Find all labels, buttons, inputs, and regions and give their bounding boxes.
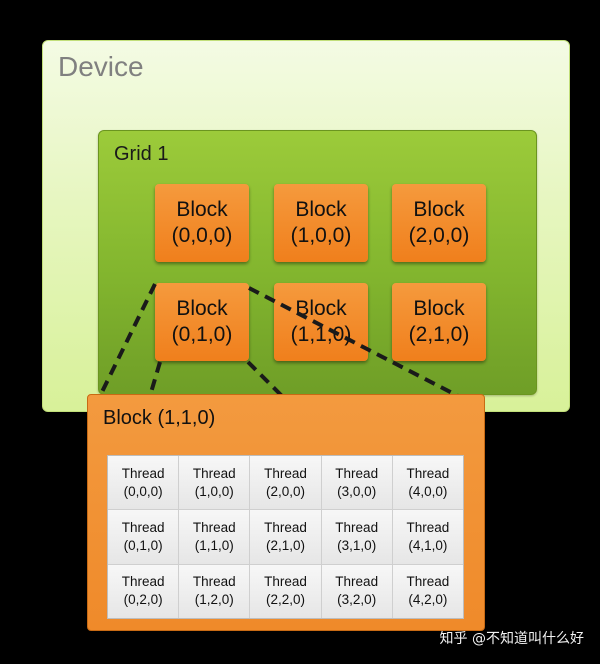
block-index: (1,1,0) bbox=[290, 323, 352, 346]
block-0-0-0: Block (0,0,0) bbox=[155, 184, 249, 262]
thread-title: Thread bbox=[264, 519, 307, 535]
thread-index: (0,2,0) bbox=[123, 592, 163, 608]
thread-index: (2,1,0) bbox=[265, 537, 305, 553]
block-index: (0,1,0) bbox=[171, 323, 233, 346]
grid-label: Grid 1 bbox=[114, 143, 169, 165]
thread-title: Thread bbox=[335, 519, 379, 535]
thread-index: (1,0,0) bbox=[194, 483, 234, 499]
thread-title: Thread bbox=[406, 465, 450, 481]
block-detail-panel: Block (1,1,0) Thread (0,0,0) Thread (1,0,0)… bbox=[87, 394, 485, 631]
thread-cell: Thread (0,2,0) bbox=[108, 564, 179, 618]
thread-index: (1,2,0) bbox=[194, 592, 234, 608]
block-title: Block bbox=[295, 297, 347, 320]
thread-index: (0,1,0) bbox=[123, 537, 163, 553]
block-index: (1,0,0) bbox=[290, 224, 352, 247]
thread-index: (3,1,0) bbox=[337, 537, 377, 553]
thread-index: (4,2,0) bbox=[408, 592, 448, 608]
thread-title: Thread bbox=[406, 574, 450, 590]
thread-cell: Thread (1,2,0) bbox=[179, 564, 250, 618]
block-title: Block bbox=[295, 198, 347, 221]
thread-index: (3,0,0) bbox=[337, 483, 377, 499]
block-title: Block bbox=[413, 198, 465, 221]
thread-cell: Thread (3,0,0) bbox=[321, 456, 392, 510]
thread-title: Thread bbox=[192, 519, 236, 535]
thread-cell: Thread (4,1,0) bbox=[392, 510, 463, 564]
thread-title: Thread bbox=[264, 465, 307, 481]
thread-index: (4,0,0) bbox=[408, 483, 448, 499]
thread-title: Thread bbox=[121, 465, 165, 481]
block-1-0-0: Block (1,0,0) bbox=[274, 184, 368, 262]
thread-title: Thread bbox=[335, 574, 379, 590]
block-index: (2,1,0) bbox=[408, 323, 470, 346]
thread-index: (4,1,0) bbox=[408, 537, 448, 553]
thread-cell: Thread (2,1,0) bbox=[250, 510, 321, 564]
thread-cell: Thread (3,2,0) bbox=[321, 564, 392, 618]
block-index: (2,0,0) bbox=[408, 224, 470, 247]
thread-cell: Thread (0,0,0) bbox=[108, 456, 179, 510]
thread-title: Thread bbox=[335, 465, 379, 481]
thread-cell: Thread (1,0,0) bbox=[179, 456, 250, 510]
thread-cell: Thread (1,1,0) bbox=[179, 510, 250, 564]
thread-title: Thread bbox=[192, 465, 236, 481]
block-index: (0,0,0) bbox=[171, 224, 233, 247]
block-title: Block bbox=[176, 297, 228, 320]
thread-title: Thread bbox=[406, 519, 450, 535]
device-label: Device bbox=[58, 51, 144, 82]
thread-cell: Thread (2,2,0) bbox=[250, 564, 321, 618]
thread-cell: Thread (4,2,0) bbox=[392, 564, 463, 618]
thread-title: Thread bbox=[121, 574, 165, 590]
thread-index: (2,2,0) bbox=[265, 592, 305, 608]
block-0-1-0: Block (0,1,0) bbox=[155, 283, 249, 361]
thread-cell: Thread (0,1,0) bbox=[108, 510, 179, 564]
thread-cell: Thread (4,0,0) bbox=[392, 456, 463, 510]
thread-index: (2,0,0) bbox=[265, 483, 305, 499]
thread-index: (1,1,0) bbox=[194, 537, 234, 553]
block-2-1-0: Block (2,1,0) bbox=[392, 283, 486, 361]
block-title: Block bbox=[176, 198, 228, 221]
thread-grid: Thread(0,0,0)Thread(1,0,0)Thread(2,0,0)T… bbox=[107, 455, 464, 619]
block-2-0-0: Block (2,0,0) bbox=[392, 184, 486, 262]
thread-cell: Thread (2,0,0) bbox=[250, 456, 321, 510]
block-title: Block bbox=[413, 297, 465, 320]
thread-cell: Thread (3,1,0) bbox=[321, 510, 392, 564]
thread-title: Thread bbox=[192, 574, 236, 590]
watermark: 知乎 @不知道叫什么好 bbox=[439, 631, 584, 647]
thread-index: (0,0,0) bbox=[123, 483, 163, 499]
thread-title: Thread bbox=[264, 574, 307, 590]
block-1-1-0: Block (1,1,0) bbox=[274, 283, 368, 361]
thread-title: Thread bbox=[121, 519, 165, 535]
block-detail-label: Block (1,1,0) bbox=[103, 407, 216, 429]
thread-index: (3,2,0) bbox=[337, 592, 377, 608]
